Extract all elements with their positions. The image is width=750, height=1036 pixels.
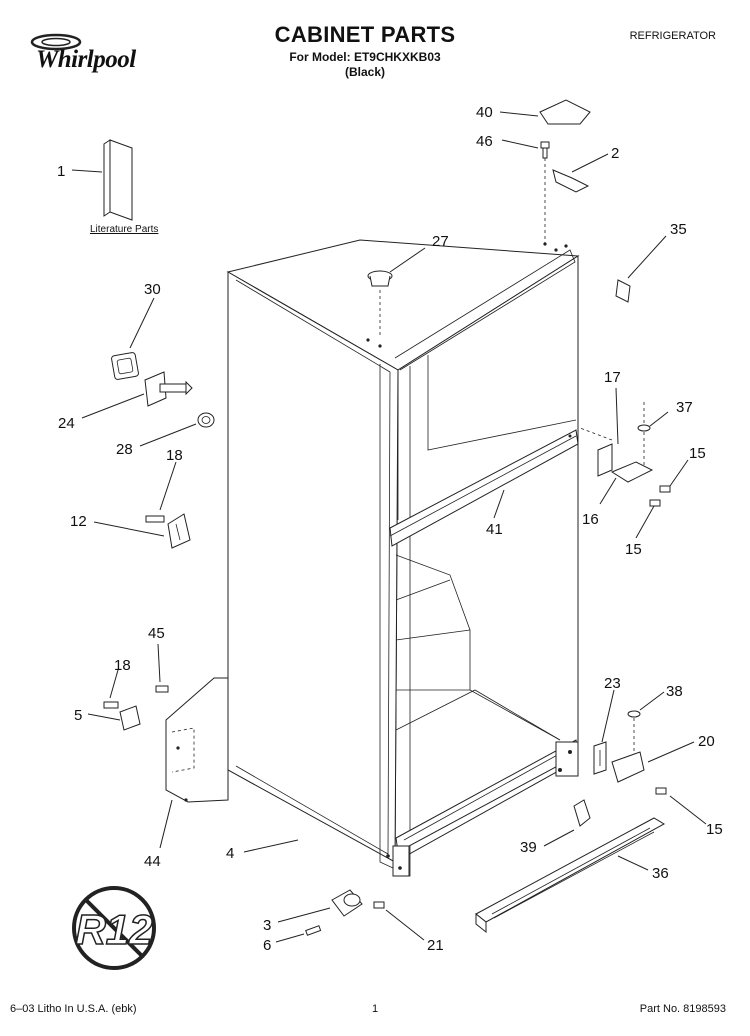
lower-left-hinge (103, 677, 229, 803)
category-label: REFRIGERATOR (629, 30, 716, 42)
callout-1: 1 (57, 163, 65, 180)
callout-44: 44 (144, 853, 161, 870)
callout-24: 24 (58, 415, 75, 432)
callout-18-lower: 18 (114, 657, 131, 674)
callout-3: 3 (263, 917, 271, 934)
callout-2: 2 (611, 145, 619, 162)
side-clip (615, 279, 631, 303)
latch-assembly (145, 513, 191, 549)
model-info: For Model: ET9CHKXKB03 (Black) (240, 50, 490, 80)
callout-38: 38 (666, 683, 683, 700)
lower-right-hinge (593, 710, 667, 795)
grille-clip (573, 799, 591, 827)
callout-23: 23 (604, 675, 621, 692)
callout-5: 5 (74, 707, 82, 724)
bumper-assembly (111, 352, 215, 428)
hinge-cover (539, 99, 591, 125)
callout-12: 12 (70, 513, 87, 530)
top-hinge (552, 169, 590, 193)
callout-15-upper: 15 (689, 445, 706, 462)
brand-name: Whirlpool (36, 46, 136, 73)
hinge-screw (540, 141, 550, 159)
footer-litho: 6–03 Litho In U.S.A. (ebk) (10, 1003, 137, 1015)
callout-41: 41 (486, 521, 503, 538)
color-line: (Black) (344, 65, 385, 79)
leveling-leg-assembly (305, 889, 385, 936)
callout-36: 36 (652, 865, 669, 882)
callout-17: 17 (604, 369, 621, 386)
callout-28: 28 (116, 441, 133, 458)
callout-45: 45 (148, 625, 165, 642)
model-line: For Model: ET9CHKXKB03 (289, 50, 441, 64)
center-hinge (579, 402, 671, 507)
toe-grille (475, 817, 666, 934)
literature-label: Literature Parts (90, 224, 158, 235)
callout-30: 30 (144, 281, 161, 298)
callout-46: 46 (476, 133, 493, 150)
callout-15-lower: 15 (706, 821, 723, 838)
cabinet-body (226, 239, 580, 877)
r12-label: R12 (75, 906, 152, 953)
callout-37: 37 (676, 399, 693, 416)
divider-rail (389, 429, 579, 547)
callout-21: 21 (427, 937, 444, 954)
no-r12-badge: R12 (72, 886, 156, 970)
page-title: CABINET PARTS (274, 22, 456, 47)
callout-6: 6 (263, 937, 271, 954)
whirlpool-logo (30, 33, 82, 51)
footer-part-number: Part No. 8198593 (639, 1003, 726, 1015)
callout-27: 27 (432, 233, 449, 250)
callout-40: 40 (476, 104, 493, 121)
top-plug (367, 270, 393, 287)
callout-18-upper: 18 (166, 447, 183, 464)
literature-booklet: Literature Parts (90, 139, 158, 235)
callout-15-middle: 15 (625, 541, 642, 558)
callout-35: 35 (670, 221, 687, 238)
callout-4: 4 (226, 845, 234, 862)
callout-20: 20 (698, 733, 715, 750)
footer-page-number: 1 (372, 1003, 379, 1015)
callout-labels: 1 40 46 2 35 27 30 24 28 18 12 17 37 15 … (57, 104, 723, 954)
leader-lines (71, 111, 707, 943)
callout-16: 16 (582, 511, 599, 528)
callout-39: 39 (520, 839, 537, 856)
